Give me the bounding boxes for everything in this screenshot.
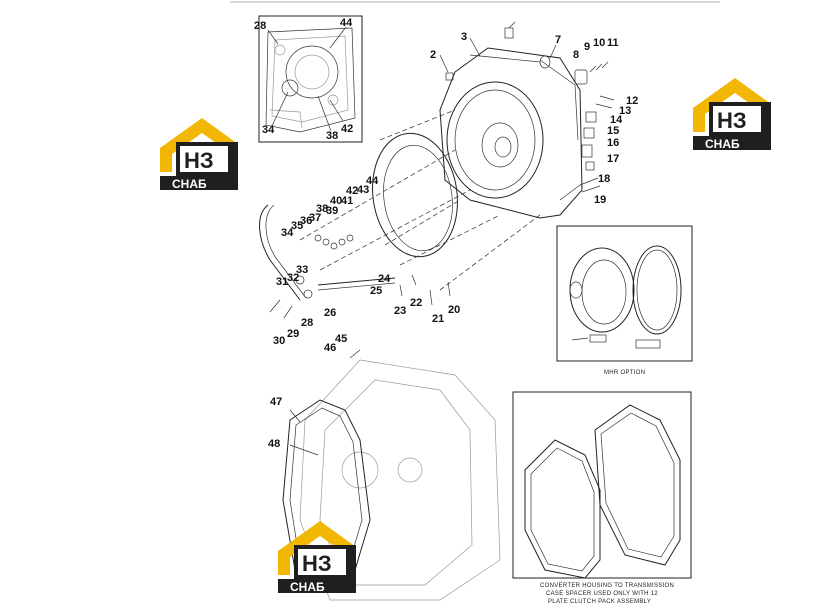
spacer-caption-line1: CONVERTER HOUSING TO TRANSMISSION [540, 583, 674, 589]
mhr-option-caption: MHR OPTION [604, 370, 645, 376]
callout-48: 48 [268, 438, 280, 450]
oil-tube [259, 204, 451, 306]
callout-7: 7 [555, 34, 561, 46]
transmission-case [299, 359, 501, 601]
spacer-caption-line2: CASE SPACER USED ONLY WITH 12 [546, 591, 658, 597]
callout-33: 33 [296, 264, 308, 276]
callout-42: 42 [346, 185, 358, 197]
callout-12: 12 [626, 95, 638, 107]
inset-callout-28: 28 [254, 20, 266, 32]
alignment-lines [299, 109, 541, 291]
callout-31: 31 [276, 276, 288, 288]
callout-35: 35 [291, 220, 303, 232]
inset-housing-view [258, 15, 363, 143]
callout-23: 23 [394, 305, 406, 317]
callout-21: 21 [432, 313, 444, 325]
converter-housing [439, 47, 583, 219]
callout-11: 11 [607, 37, 619, 49]
callout-9: 9 [584, 41, 590, 53]
callout-32: 32 [287, 272, 299, 284]
callout-43: 43 [357, 184, 369, 196]
callout-19: 19 [594, 194, 606, 206]
inset-callout-34: 34 [262, 124, 275, 136]
watermark-letters: НЗ [717, 108, 747, 133]
watermark-word: СНАБ [172, 177, 207, 191]
callout-14: 14 [610, 114, 623, 126]
callout-41: 41 [341, 195, 353, 207]
bolt-cluster [269, 234, 361, 359]
inset-callout-38: 38 [326, 130, 338, 142]
callout-25: 25 [370, 285, 382, 297]
callout-36: 36 [300, 215, 312, 227]
callout-20: 20 [448, 304, 460, 316]
case-gasket [282, 399, 371, 586]
callout-34: 34 [281, 227, 294, 239]
callout-3: 3 [461, 31, 467, 43]
callout-37: 37 [309, 212, 321, 224]
watermark-logo-left: НЗ СНАБ [160, 118, 238, 191]
callout-29: 29 [287, 328, 299, 340]
callout-30: 30 [273, 335, 285, 347]
callout-16: 16 [607, 137, 619, 149]
callout-44: 44 [366, 175, 379, 187]
callout-22: 22 [410, 297, 422, 309]
callout-2: 2 [430, 49, 436, 61]
callout-18: 18 [598, 173, 610, 185]
callout-45: 45 [335, 333, 347, 345]
watermark-logo-right: НЗ СНАБ [693, 78, 771, 151]
callout-15: 15 [607, 125, 619, 137]
small-parts-group [439, 21, 615, 193]
callout-10: 10 [593, 37, 605, 49]
watermark-logo-bottom: НЗ СНАБ [278, 521, 356, 594]
spacer-caption-line3: PLATE CLUTCH PACK ASSEMBLY [548, 599, 651, 605]
callout-39: 39 [326, 205, 338, 217]
callout-17: 17 [607, 153, 619, 165]
callout-8: 8 [573, 49, 579, 61]
watermark-word: СНАБ [705, 137, 740, 151]
watermark-word: СНАБ [290, 580, 325, 594]
callout-24: 24 [378, 273, 391, 285]
inset-callout-44: 44 [340, 17, 353, 29]
gasket-ring [372, 132, 458, 258]
callout-40: 40 [330, 195, 342, 207]
spacer-box [512, 391, 692, 579]
callout-13: 13 [619, 105, 631, 117]
callout-labels: 2 3 7 8 9 10 11 12 13 14 15 16 17 18 19 … [268, 31, 638, 450]
watermark-letters: НЗ [302, 551, 332, 576]
inset-callout-42: 42 [341, 123, 353, 135]
mhr-option-box [556, 225, 693, 362]
callout-47: 47 [270, 396, 282, 408]
callout-26: 26 [324, 307, 336, 319]
callout-46: 46 [324, 342, 336, 354]
watermark-letters: НЗ [184, 148, 214, 173]
callout-38: 38 [316, 203, 328, 215]
callout-28: 28 [301, 317, 313, 329]
